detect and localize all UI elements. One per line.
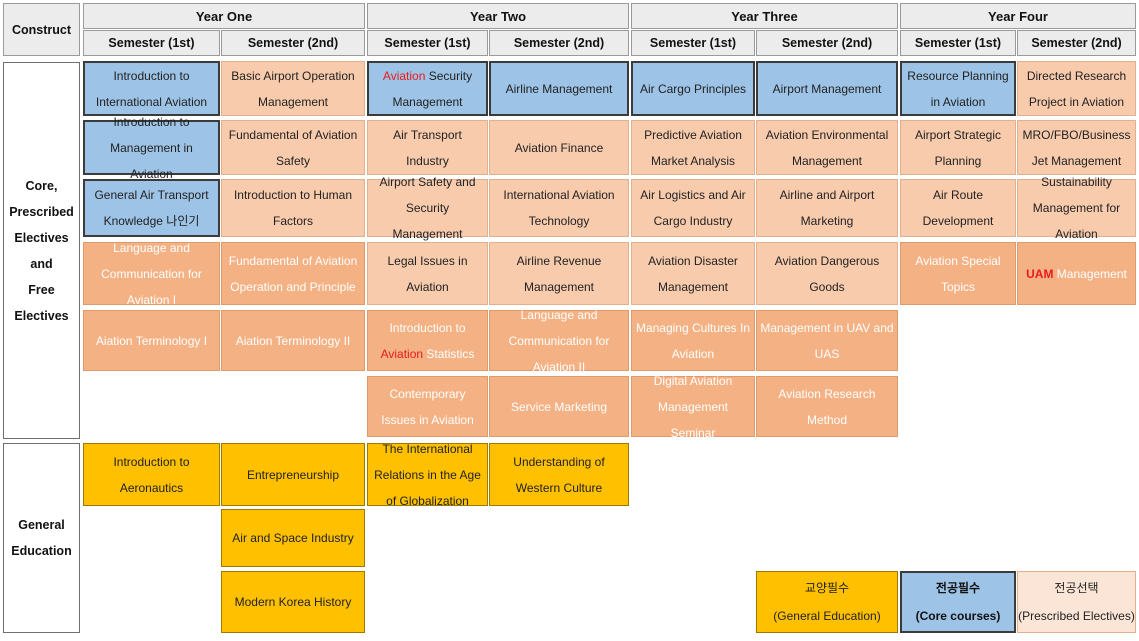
course-entrepreneurship[interactable]: Entrepreneurship [221,443,365,506]
semester-header: Semester (2nd) [489,30,629,56]
course-air-route-development[interactable]: Air Route Development [900,179,1016,237]
course-airline-management[interactable]: Airline Management [489,61,629,116]
semester-header: Semester (1st) [367,30,488,56]
course-language-communication-aviation-2[interactable]: Language and Communication for Aviation … [489,308,629,374]
semester-header: Semester (1st) [631,30,755,56]
course-airline-airport-marketing[interactable]: Airline and Airport Marketing [756,179,898,237]
legend-general-education: 교양필수 (General Education) [756,571,898,633]
course-western-culture[interactable]: Understanding of Western Culture [489,443,629,506]
highlight-text: Aviation [380,346,424,361]
semester-header: Semester (1st) [900,30,1016,56]
course-intro-management-aviation[interactable]: Introduction to Management in Aviation [83,115,220,181]
course-airport-strategic-planning[interactable]: Airport Strategic Planning [900,120,1016,175]
core-section-label: Core, Prescribed Electives and Free Elec… [3,62,80,439]
course-sustainability-management[interactable]: Sustainability Management for Aviation [1017,175,1136,241]
course-modern-korea-history[interactable]: Modern Korea History [221,571,365,633]
course-air-logistics-cargo-industry[interactable]: Air Logistics and Air Cargo Industry [631,179,755,237]
legend-prescribed-electives: 전공선택 (Prescribed Electives) [1017,571,1136,633]
course-service-marketing[interactable]: Service Marketing [489,376,629,437]
construct-header: Construct [3,3,80,56]
course-directed-research-project[interactable]: Directed Research Project in Aviation [1017,61,1136,116]
semester-header: Semester (2nd) [221,30,365,56]
year-four-header: Year Four [900,3,1136,29]
course-general-air-transport-knowledge[interactable]: General Air Transport Knowledge 나인기 [83,179,220,237]
highlight-text: Aviation [382,68,426,83]
course-intro-aeronautics[interactable]: Introduction to Aeronautics [83,443,220,506]
course-mro-fbo-business-jet[interactable]: MRO/FBO/Business Jet Management [1017,120,1136,175]
course-air-space-industry[interactable]: Air and Space Industry [221,509,365,567]
semester-header: Semester (1st) [83,30,220,56]
course-basic-airport-operation[interactable]: Basic Airport Operation Management [221,61,365,116]
course-language-communication-aviation-1[interactable]: Language and Communication for Aviation … [83,241,220,307]
course-intro-human-factors[interactable]: Introduction to Human Factors [221,179,365,237]
course-contemporary-issues-aviation[interactable]: Contemporary Issues in Aviation [367,376,488,437]
course-aviation-security-management[interactable]: Aviation Security Management [367,61,488,116]
course-air-transport-industry[interactable]: Air Transport Industry [367,120,488,175]
highlight-text: UAM [1026,266,1054,281]
course-aviation-finance[interactable]: Aviation Finance [489,120,629,175]
course-international-aviation-technology[interactable]: International Aviation Technology [489,179,629,237]
course-airport-safety-security[interactable]: Airport Safety and Security Management [367,175,488,241]
legend-core-courses: 전공필수 (Core courses) [900,571,1016,633]
course-aiation-terminology-2[interactable]: Aiation Terminology II [221,310,365,371]
semester-header: Semester (2nd) [1017,30,1136,56]
course-digital-aviation-seminar[interactable]: Digital Aviation Management Seminar [631,374,755,440]
course-airline-revenue-management[interactable]: Airline Revenue Management [489,242,629,305]
course-intro-international-aviation[interactable]: Introduction to International Aviation [83,61,220,116]
course-airport-management[interactable]: Airport Management [756,61,898,116]
course-aviation-dangerous-goods[interactable]: Aviation Dangerous Goods [756,242,898,305]
course-fundamental-aviation-safety[interactable]: Fundamental of Aviation Safety [221,120,365,175]
course-aviation-environmental-management[interactable]: Aviation Environmental Management [756,120,898,175]
course-aviation-special-topics[interactable]: Aviation Special Topics [900,242,1016,305]
course-management-uav-uas[interactable]: Management in UAV and UAS [756,310,898,371]
course-intro-aviation-statistics[interactable]: Introduction to Aviation Statistics [367,310,488,371]
course-aviation-research-method[interactable]: Aviation Research Method [756,376,898,437]
course-aviation-disaster-management[interactable]: Aviation Disaster Management [631,242,755,305]
general-section-label: General Education [3,443,80,633]
course-managing-cultures-aviation[interactable]: Managing Cultures In Aviation [631,310,755,371]
course-resource-planning-aviation[interactable]: Resource Planning in Aviation [900,61,1016,116]
course-aiation-terminology-1[interactable]: Aiation Terminology I [83,310,220,371]
course-predictive-aviation-market[interactable]: Predictive Aviation Market Analysis [631,120,755,175]
course-uam-management[interactable]: UAM Management [1017,242,1136,305]
year-one-header: Year One [83,3,365,29]
course-legal-issues-aviation[interactable]: Legal Issues in Aviation [367,242,488,305]
semester-header: Semester (2nd) [756,30,898,56]
course-international-relations[interactable]: The International Relations in the Age o… [367,442,488,508]
course-air-cargo-principles[interactable]: Air Cargo Principles [631,61,755,116]
course-fundamental-aviation-operation[interactable]: Fundamental of Aviation Operation and Pr… [221,242,365,305]
year-two-header: Year Two [367,3,629,29]
year-three-header: Year Three [631,3,898,29]
